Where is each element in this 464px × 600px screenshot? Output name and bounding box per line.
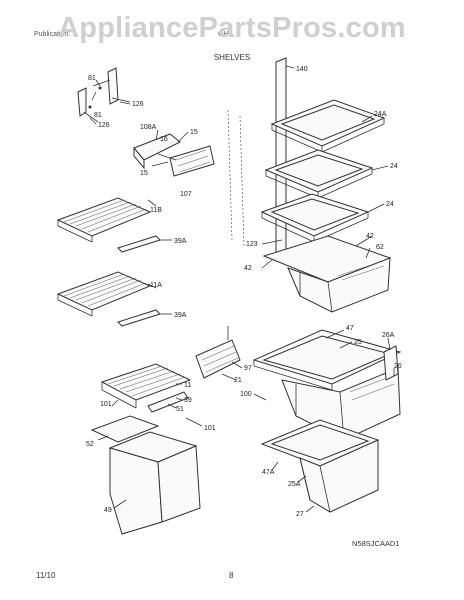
callout-39: 39 — [184, 397, 192, 404]
callout-11B: 11B — [150, 207, 162, 214]
publication-label: Publication: — [34, 31, 71, 38]
callout-47: 47 — [346, 325, 354, 332]
callout-26A: 26A — [382, 332, 395, 339]
crisper-assembly — [252, 329, 402, 513]
callout-27: 27 — [296, 511, 304, 518]
callout-100: 100 — [240, 391, 252, 398]
diagram-code: N58SJCAAD1 — [352, 539, 400, 548]
callout-24A: 24A — [374, 111, 387, 118]
leader-lines — [89, 65, 395, 513]
footer-date: 11/10 — [36, 571, 56, 580]
callout-123: 123 — [246, 241, 258, 248]
callout-47A: 47A — [262, 469, 275, 476]
wire-shelf-11B — [56, 197, 161, 253]
gallon-bin-49 — [90, 415, 201, 535]
callout-15: 15 — [190, 129, 198, 136]
callout-24: 24 — [390, 163, 398, 170]
damper-control-assembly — [133, 133, 215, 177]
callout-97: 97 — [244, 365, 252, 372]
callout-62: 62 — [376, 244, 384, 251]
callout-81: 81 — [88, 75, 96, 82]
callout-126: 126 — [132, 101, 144, 108]
callout-108A: 108A — [140, 124, 157, 131]
callout-81: 81 — [94, 112, 102, 119]
callout-101: 101 — [100, 401, 112, 408]
callout-11: 11 — [184, 382, 191, 389]
callout-101: 101 — [204, 425, 216, 432]
callout-107: 107 — [180, 191, 192, 198]
callout-51: 51 — [176, 406, 184, 413]
callout-42: 42 — [244, 265, 252, 272]
section-title: SHELVES — [213, 53, 251, 62]
model-label: GH — [218, 31, 229, 38]
bracket-assembly — [77, 67, 131, 123]
wire-shelf-11A — [56, 271, 161, 327]
callout-15: 15 — [140, 170, 148, 177]
wire-shelf-11 — [100, 363, 192, 413]
callout-21: 21 — [234, 377, 242, 384]
callout-39A: 39A — [174, 238, 187, 245]
callout-42: 42 — [366, 233, 374, 240]
callout-26: 26 — [394, 363, 402, 370]
callout-49: 49 — [104, 507, 112, 514]
callout-11A: 11A — [150, 282, 162, 289]
footer-page-number: 8 — [229, 571, 234, 580]
callout-24: 24 — [386, 201, 394, 208]
callout-16: 16 — [160, 136, 168, 143]
right-rail-and-glass-shelves — [227, 57, 386, 255]
watermark-logo: AppliancePartsPros.com — [58, 12, 406, 44]
callout-labels: 140 81 81 126 126 108A 16 15 15 107 24A … — [86, 66, 402, 518]
callout-52: 52 — [86, 441, 94, 448]
deli-drawer-62 — [262, 235, 392, 313]
air-duct-97 — [195, 326, 241, 379]
callout-126: 126 — [98, 122, 110, 129]
callout-25A: 25A — [288, 481, 301, 488]
callout-140: 140 — [296, 66, 308, 73]
callout-39A: 39A — [174, 312, 187, 319]
callout-25: 25 — [354, 339, 362, 346]
